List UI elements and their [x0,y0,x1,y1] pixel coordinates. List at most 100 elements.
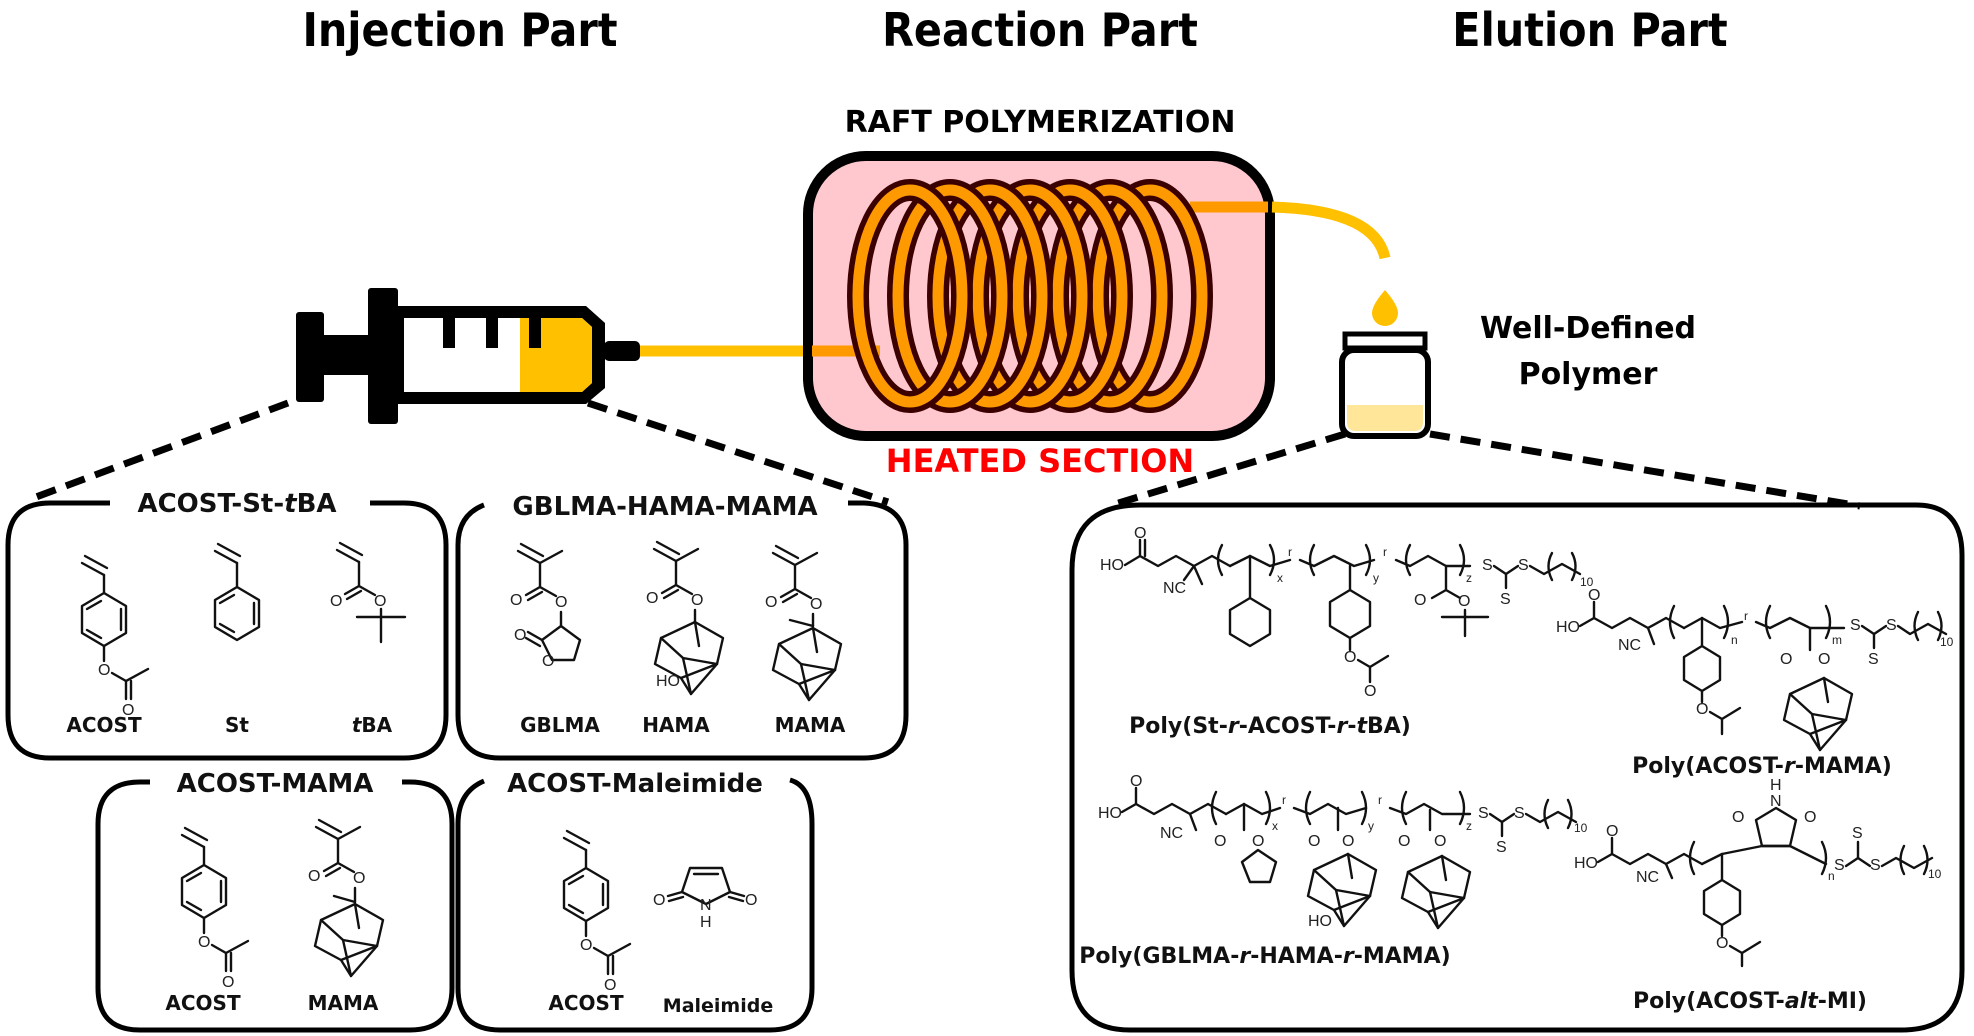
svg-text:O: O [1308,833,1320,850]
maleimide-structure: O O N H [653,866,757,931]
monomer-label: tBA [352,713,393,737]
svg-text:r: r [1744,609,1748,623]
coil-loop-fill [892,184,1008,408]
svg-text:O: O [1344,649,1356,666]
svg-text:y: y [1373,571,1379,585]
coil-loop-fill [852,184,968,408]
polymer-product-fill [1347,405,1423,431]
outlet-tube [1271,201,1391,260]
svg-text:r: r [1288,545,1292,559]
svg-text:O: O [1696,701,1708,718]
svg-text:S: S [1518,557,1529,574]
well-defined-label: Well-Defined [1480,311,1696,346]
svg-text:n: n [1828,869,1835,883]
injection-part-heading: Injection Part [302,3,617,57]
monomer-label: ACOST [165,991,241,1015]
svg-text:NC: NC [1160,825,1183,842]
svg-text:N: N [1770,793,1782,810]
monomer-label: ACOST [66,713,142,737]
polymer-name: Poly(St-r-ACOST-r-tBA) [1129,714,1411,739]
svg-text:y: y [1368,819,1374,833]
svg-text:10: 10 [1928,867,1942,881]
svg-text:S: S [1482,557,1493,574]
acost-structure [80,554,150,721]
panel-title: GBLMA-HAMA-MAMA [512,492,817,522]
svg-text:x: x [1277,571,1283,585]
svg-text:HO: HO [1098,805,1122,822]
svg-text:HO: HO [1556,619,1580,636]
polymer-label: Polymer [1519,357,1658,392]
svg-text:O: O [1458,593,1470,610]
svg-text:10: 10 [1574,821,1588,835]
svg-text:O: O [1434,833,1446,850]
polymer-structure-acost-mama: HO O NC n r O m O O S S S 10 [1556,587,1954,752]
syringe-icon [296,288,640,424]
monomer-panel-acost-mama: ACOST-MAMA ACOST MAMA [95,769,455,1033]
svg-text:O: O [1780,651,1792,668]
acost-structure [562,829,632,996]
monomer-panel-gblma-hama-mama: GBLMA-HAMA-MAMA O O HO GBLMA HAMA MAMA [455,492,909,761]
svg-text:O: O [1414,592,1426,609]
reaction-part-heading: Reaction Part [882,3,1198,57]
svg-text:r: r [1383,545,1387,559]
svg-text:O: O [1716,935,1728,952]
zoom-line-right [586,399,890,506]
heated-section-label: HEATED SECTION [886,442,1194,480]
svg-text:O: O [374,593,386,610]
svg-text:O: O [1818,651,1830,668]
acost-structure [180,826,250,993]
svg-text:O: O [1214,833,1226,850]
svg-text:O: O [1804,809,1816,826]
coil-loop-fill [1012,184,1128,408]
svg-text:N: N [700,897,712,914]
svg-text:m: m [1832,633,1842,647]
coil-loop-fill [972,184,1088,408]
panel-title: ACOST-MAMA [177,769,374,799]
polymer-name: Poly(GBLMA-r-HAMA-r-MAMA) [1079,944,1450,969]
monomer-panel-acost-maleimide: ACOST-Maleimide O O N H ACOST Maleimide [455,769,815,1033]
svg-text:S: S [1478,805,1489,822]
svg-text:H: H [700,914,712,931]
svg-text:O: O [1588,587,1600,604]
zoom-line-right [1429,430,1861,510]
panel-title: ACOST-St-tBA [137,489,336,519]
svg-text:O: O [1732,809,1744,826]
svg-text:z: z [1466,819,1472,833]
styrene-structure [213,542,261,642]
svg-text:O: O [1398,833,1410,850]
droplet-icon [1372,290,1398,326]
monomer-label: ACOST [548,991,624,1015]
elution-part-heading: Elution Part [1452,3,1727,57]
gblma-structure: O O [508,542,582,670]
svg-text:S: S [1852,825,1863,842]
svg-text:S: S [1514,805,1525,822]
svg-text:O: O [1364,683,1376,700]
svg-text:O: O [653,892,665,909]
svg-text:O: O [514,627,526,644]
mama-structure [763,544,843,702]
monomer-label: GBLMA [520,713,600,737]
zoom-line-left [26,399,290,504]
polymer-structure-gblma-hama-mama: HO O NC x r O O y r O O HO z O O S S [1098,773,1588,930]
zoom-line-left [1110,430,1347,509]
svg-text:S: S [1496,839,1507,856]
svg-text:10: 10 [1940,635,1954,649]
svg-text:HO: HO [1100,557,1124,574]
svg-text:HO: HO [656,673,680,690]
polymer-name: Poly(ACOST-r-MAMA) [1632,754,1892,779]
svg-text:HO: HO [1574,855,1598,872]
monomer-label: St [225,713,249,737]
reactor-coil-icon [847,179,1213,413]
svg-text:S: S [1868,651,1879,668]
svg-text:S: S [1850,617,1861,634]
svg-text:O: O [1134,525,1146,542]
svg-text:O: O [1342,833,1354,850]
svg-text:NC: NC [1163,580,1186,597]
hama-structure: HO [644,540,725,696]
tba-structure: O O [330,541,407,644]
monomer-label: HAMA [642,713,710,737]
polymer-panel [1069,502,1965,1033]
monomer-label: Maleimide [663,995,773,1017]
monomer-panel-acost-st-tba: ACOST-St-tBA O O ACOST St tBA [5,489,449,761]
svg-text:O: O [1130,773,1142,790]
